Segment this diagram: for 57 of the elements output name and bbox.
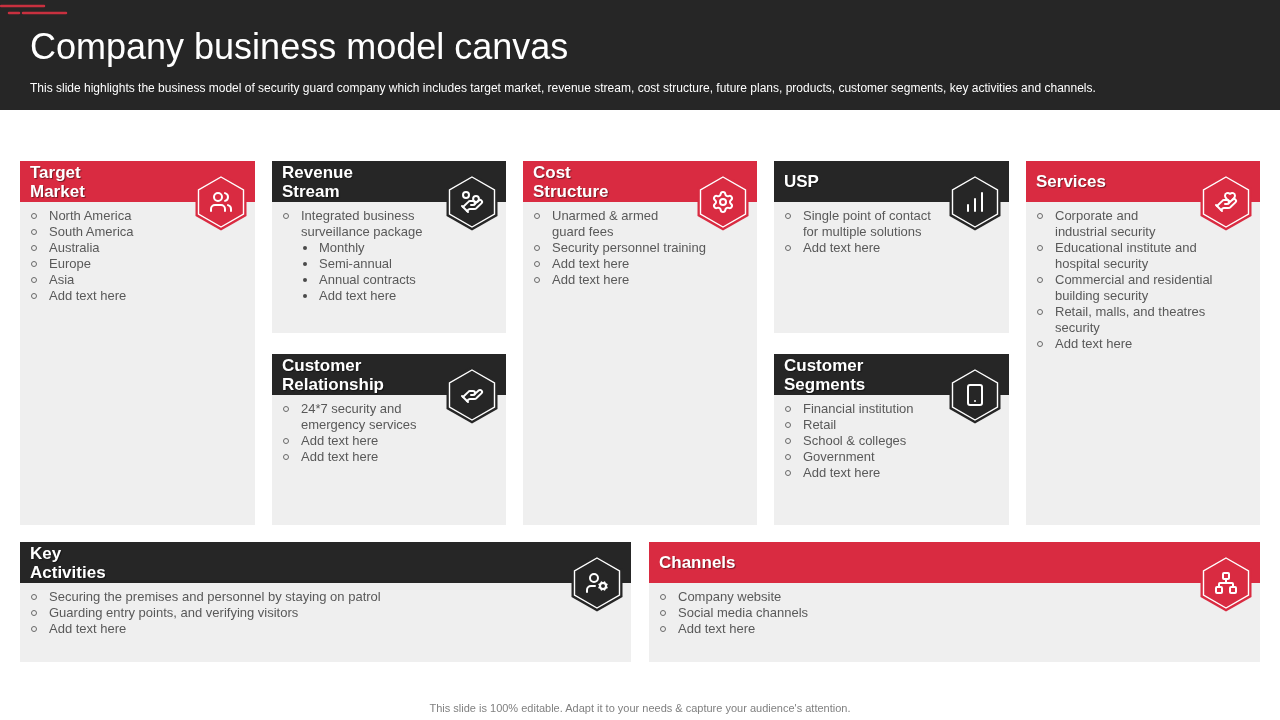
list-item: Educational institute and hospital security [1037, 240, 1224, 272]
list-item: Single point of contact for multiple solutions [785, 208, 973, 240]
footer-note: This slide is 100% editable. Adapt it to your needs & capture your audience's attention. [428, 701, 852, 715]
slide-title: Company business model canvas [30, 25, 569, 69]
canvas-card [774, 354, 1009, 525]
card-heading: Customer Segments [784, 355, 867, 394]
list-item: School & colleges [785, 433, 973, 449]
list-item: Monthly [283, 240, 470, 256]
list-item: Add text here [1037, 336, 1224, 352]
card-heading: Revenue Stream [282, 162, 354, 201]
list-item: Add text here [534, 272, 721, 288]
card-heading: Services [1036, 172, 1106, 191]
list-item: South America [31, 224, 219, 240]
list-item: Securing the premises and personnel by staying on patrol [31, 589, 595, 605]
list-item: Social media channels [660, 605, 1224, 621]
list-item: Australia [31, 240, 219, 256]
canvas-card [523, 161, 757, 525]
list-item: Security personnel training [534, 240, 721, 256]
list-item: Guarding entry points, and verifying visitors [31, 605, 595, 621]
list-item: Company website [660, 589, 1224, 605]
list-item: Integrated business surveillance package [283, 208, 470, 240]
list-item: Add text here [31, 621, 595, 637]
list-item: Add text here [534, 256, 721, 272]
list-item: Add text here [785, 240, 973, 256]
list-item: Add text here [283, 449, 470, 465]
canvas-card [20, 542, 631, 662]
canvas-card [20, 161, 255, 525]
list-item: North America [31, 208, 219, 224]
list-item: Commercial and residential building security [1037, 272, 1224, 304]
list-item: Add text here [660, 621, 1224, 637]
list-item: Asia [31, 272, 219, 288]
list-item: Retail, malls, and theatres security [1037, 304, 1224, 336]
list-item: Unarmed & armed guard fees [534, 208, 721, 240]
card-heading: Key Activities [30, 543, 107, 582]
list-item: Europe [31, 256, 219, 272]
card-heading: Target Market [30, 162, 86, 201]
card-heading: USP [784, 172, 819, 191]
canvas-card [1026, 161, 1260, 525]
card-heading: Customer Relationship [282, 355, 385, 394]
list-item: Add text here [785, 465, 973, 481]
list-item: Add text here [283, 288, 470, 304]
list-item: Semi-annual [283, 256, 470, 272]
list-item: Retail [785, 417, 973, 433]
canvas-card [774, 161, 1009, 333]
list-item: Corporate and industrial security [1037, 208, 1224, 240]
list-item: 24*7 security and emergency services [283, 401, 470, 433]
list-item: Annual contracts [283, 272, 470, 288]
list-item: Add text here [31, 288, 219, 304]
list-item: Financial institution [785, 401, 973, 417]
canvas-card [272, 354, 506, 525]
canvas-card [272, 161, 506, 333]
list-item: Add text here [283, 433, 470, 449]
card-heading: Channels [659, 553, 736, 572]
subtitle-text: This slide highlights the business model of security guard company which includes target market, revenue stream, cost structure, future plans, products, customer segments, key activities and channels. [30, 80, 1096, 96]
list-item: Government [785, 449, 973, 465]
card-heading: Cost Structure [533, 162, 610, 201]
canvas-card [649, 542, 1260, 662]
